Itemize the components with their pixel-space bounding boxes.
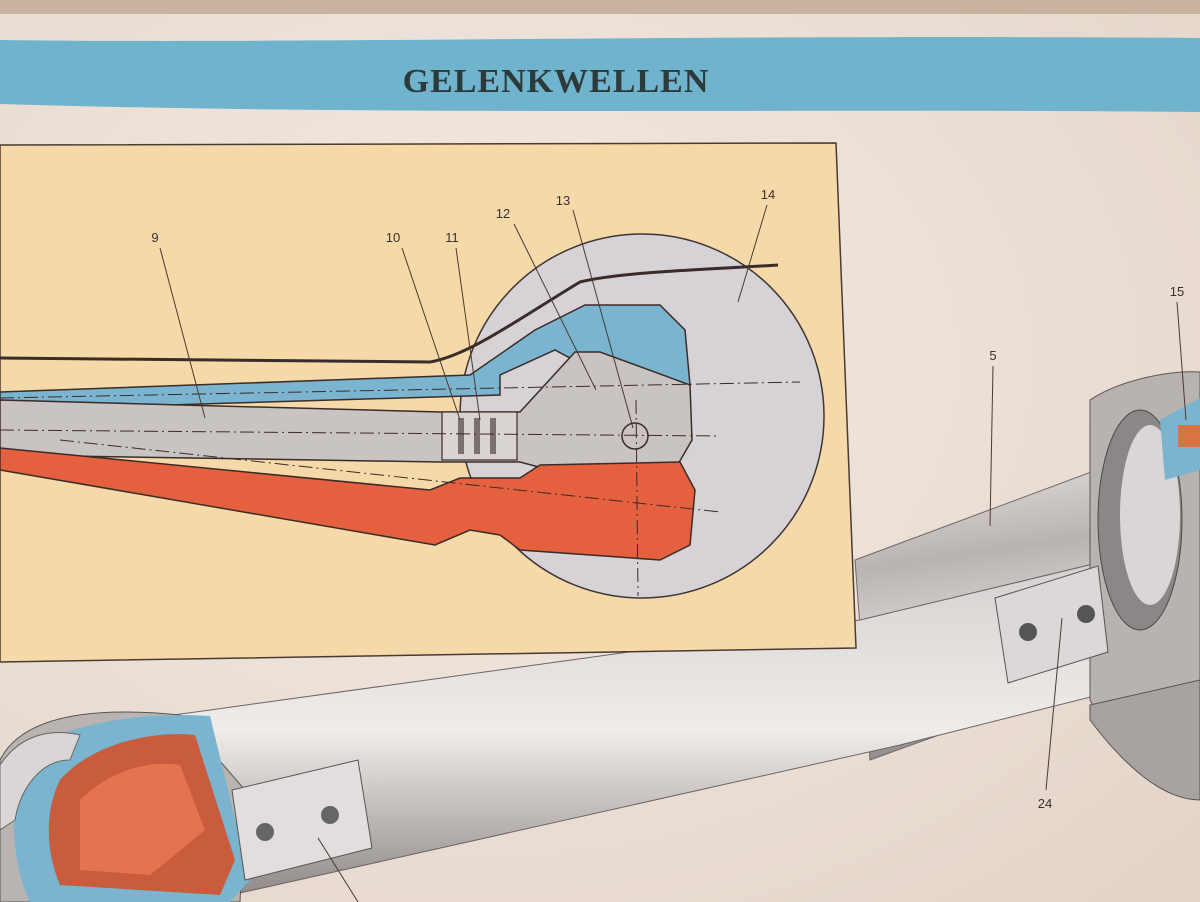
callout-12: 12	[496, 206, 510, 221]
leader-line-11	[455, 247, 481, 421]
coupling-groove	[458, 418, 464, 454]
callout-15: 15	[1170, 284, 1184, 299]
cutaway-red-highlight	[80, 763, 205, 875]
leader-line-14	[737, 204, 768, 303]
grey-shaft	[0, 351, 693, 479]
leader-line-24	[1045, 617, 1063, 791]
leader-line-5	[989, 365, 994, 527]
title-banner	[0, 37, 1200, 112]
rivet	[321, 806, 339, 824]
red-arm	[0, 447, 696, 561]
top-edge-shadow	[0, 0, 1200, 14]
leader-line-12	[513, 223, 597, 391]
left-end-cap	[0, 732, 81, 831]
centerline	[635, 399, 639, 597]
callout-labels: 9 10 11 12 13 14 5 15 24	[151, 187, 1184, 811]
coupling-groove	[474, 418, 480, 454]
pin-circle	[621, 422, 649, 450]
joint-red-insert	[1178, 425, 1200, 447]
centerline	[0, 381, 801, 399]
callout-5: 5	[989, 348, 996, 363]
centerline	[59, 439, 721, 513]
leader-line-15	[1176, 301, 1187, 421]
callout-14: 14	[761, 187, 775, 202]
rivet	[1019, 623, 1037, 641]
leader-line-9	[159, 247, 206, 419]
inset-detail-panel	[0, 142, 857, 663]
balance-plate-left	[231, 759, 373, 881]
page-title: GELENKWELLEN	[403, 63, 710, 100]
coupling-groove	[490, 418, 496, 454]
rivet	[256, 823, 274, 841]
rivet	[1077, 605, 1095, 623]
outline-line-upper	[0, 263, 779, 364]
leader-line-10	[401, 247, 461, 421]
callout-10: 10	[386, 230, 400, 245]
leader-line-13	[572, 209, 634, 429]
callout-24: 24	[1038, 796, 1052, 811]
main-shaft-illustration	[0, 371, 1200, 902]
leader-line-lower-left	[317, 837, 359, 902]
centerline	[0, 429, 721, 437]
callout-9: 9	[151, 230, 158, 245]
callout-11: 11	[445, 230, 459, 245]
leader-lines	[159, 204, 1187, 902]
callout-13: 13	[556, 193, 570, 208]
balance-plate-24	[994, 565, 1109, 684]
